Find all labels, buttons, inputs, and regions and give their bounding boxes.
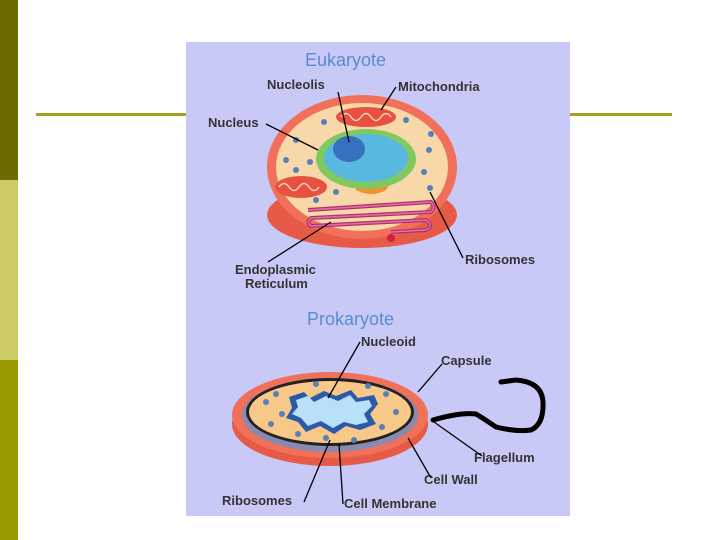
label-eukaryote-ribosomes: Ribosomes bbox=[465, 252, 535, 267]
vesicle bbox=[387, 234, 395, 242]
prokaryote-cell bbox=[232, 372, 546, 466]
title-rule-left bbox=[36, 113, 186, 116]
sidebar-bar-mid bbox=[0, 360, 18, 540]
mitochondrion-top bbox=[336, 107, 396, 127]
prokaryote-ribosomes bbox=[263, 381, 399, 443]
eukaryote-cell bbox=[267, 95, 457, 248]
label-flagellum: Flagellum bbox=[474, 450, 535, 465]
eukaryote-leader-lines bbox=[265, 86, 464, 263]
eukaryote-title: Eukaryote bbox=[305, 50, 386, 70]
nucleolus bbox=[333, 136, 365, 162]
label-nucleoid: Nucleoid bbox=[361, 334, 416, 349]
label-cell-membrane: Cell Membrane bbox=[344, 496, 436, 511]
label-capsule: Capsule bbox=[441, 353, 492, 368]
label-mitochondria: Mitochondria bbox=[398, 79, 480, 94]
sidebar-bar-light bbox=[0, 180, 18, 360]
label-nucleus: Nucleus bbox=[208, 115, 259, 130]
label-cell-wall: Cell Wall bbox=[424, 472, 478, 487]
eukaryote-ribosomes bbox=[283, 117, 434, 203]
label-nucleolis: Nucleolis bbox=[267, 77, 325, 92]
flagellum bbox=[430, 377, 546, 434]
cell-diagram-figure: Eukaryote bbox=[186, 42, 570, 516]
sidebar-bar-dark bbox=[0, 0, 18, 180]
nucleoid bbox=[292, 395, 372, 428]
prokaryote-title: Prokaryote bbox=[307, 309, 394, 329]
prokaryote-leader-lines bbox=[303, 341, 483, 505]
label-reticulum: Reticulum bbox=[245, 276, 308, 291]
title-rule-right bbox=[570, 113, 672, 116]
mitochondrion-left bbox=[275, 176, 327, 198]
label-endoplasmic: Endoplasmic bbox=[235, 262, 316, 277]
cell-diagram-svg: Eukaryote bbox=[208, 50, 546, 511]
label-prokaryote-ribosomes: Ribosomes bbox=[222, 493, 292, 508]
